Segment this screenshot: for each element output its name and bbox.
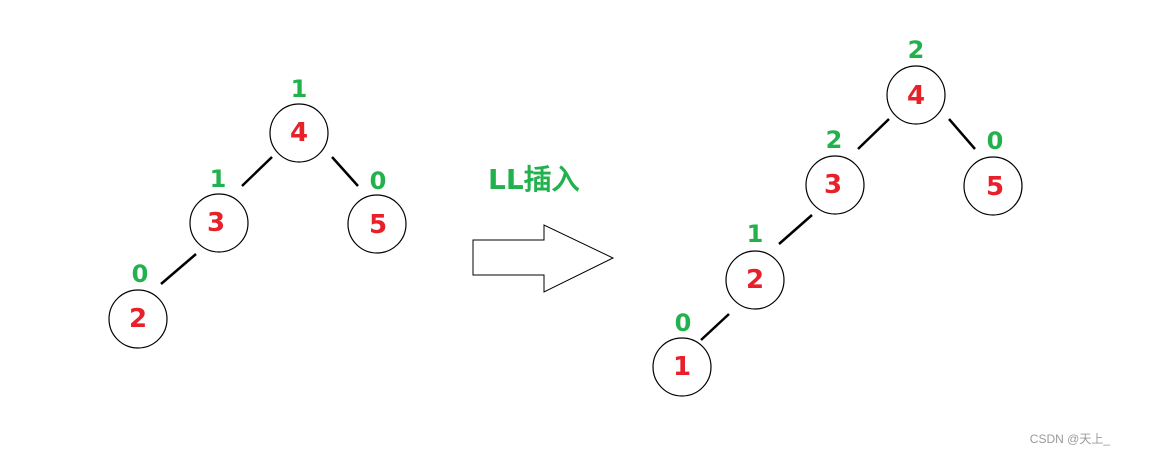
tree-node: 2 1 xyxy=(725,220,785,310)
tree-node: 3 2 xyxy=(805,126,865,215)
balance-factor: 1 xyxy=(747,220,764,248)
edge-4-5 xyxy=(948,118,976,150)
node-value: 3 xyxy=(824,170,842,200)
tree-node: 3 1 xyxy=(189,165,249,253)
node-value: 2 xyxy=(746,265,764,295)
edge-4-3 xyxy=(241,156,273,187)
balance-factor: 0 xyxy=(132,260,149,288)
node-value: 4 xyxy=(907,81,925,111)
node-value: 5 xyxy=(369,210,387,240)
right-arrow-outline-icon xyxy=(472,224,615,293)
before-tree: 4 1 3 1 5 0 2 0 xyxy=(108,75,407,349)
edge-3-2 xyxy=(778,214,813,245)
node-value: 1 xyxy=(673,352,691,382)
tree-node: 4 1 xyxy=(269,75,329,163)
tree-node: 1 0 xyxy=(652,309,712,397)
after-tree: 4 2 3 2 5 0 2 1 1 0 xyxy=(652,36,1023,397)
tree-node: 2 0 xyxy=(108,260,168,349)
balance-factor: 0 xyxy=(675,309,692,337)
operation-label: LL插入 xyxy=(488,163,580,196)
watermark: CSDN @天上_ xyxy=(1029,432,1110,446)
tree-node: 4 2 xyxy=(886,36,946,125)
tree-node: 5 0 xyxy=(963,127,1023,216)
balance-factor: 2 xyxy=(826,126,843,154)
balance-factor: 2 xyxy=(908,36,925,64)
edge-2-1 xyxy=(700,313,730,341)
edge-4-5 xyxy=(331,156,359,187)
tree-node: 5 0 xyxy=(347,167,407,254)
edge-4-3 xyxy=(857,118,890,150)
balance-factor: 1 xyxy=(210,165,227,193)
node-value: 4 xyxy=(290,118,308,148)
operation-arrow xyxy=(472,224,615,293)
edge-3-2 xyxy=(160,253,197,285)
balance-factor: 0 xyxy=(987,127,1004,155)
balance-factor: 0 xyxy=(370,167,387,195)
node-value: 3 xyxy=(207,208,225,238)
balance-factor: 1 xyxy=(291,75,308,103)
node-value: 5 xyxy=(986,172,1004,202)
node-value: 2 xyxy=(129,304,147,334)
